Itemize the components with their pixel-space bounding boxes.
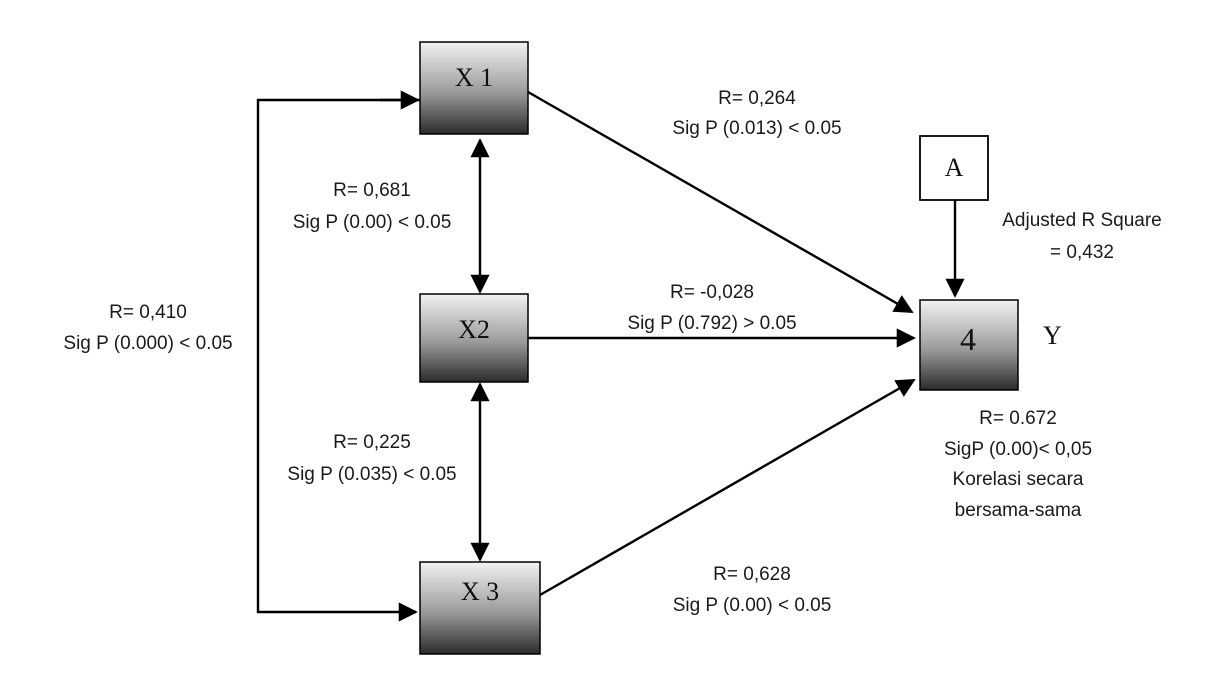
node-a-label: A	[945, 153, 964, 182]
edge-x3-y-sig: Sig P (0.00) < 0.05	[673, 595, 832, 616]
node-y-side-label: Y	[1043, 321, 1062, 350]
joint-r: R= 0.672	[979, 408, 1057, 429]
edge-x1-x3	[256, 98, 420, 622]
edge-a-y-adj-r2: Adjusted R Square	[1002, 210, 1162, 231]
node-x2-label: X2	[458, 315, 490, 344]
node-x1-label: X 1	[455, 63, 493, 92]
edge-x2-y-r: R= -0,028	[670, 282, 754, 303]
joint-sig: SigP (0.00)< 0,05	[944, 439, 1092, 460]
edge-a-y-adj-r2-value: = 0,432	[1050, 242, 1114, 263]
edge-x1-x3-sig: Sig P (0.000) < 0.05	[63, 333, 232, 354]
node-x1-box	[419, 41, 529, 135]
edge-x3-y	[539, 378, 916, 597]
edge-x1-y-r: R= 0,264	[718, 88, 796, 109]
joint-note-line2: bersama-sama	[955, 500, 1082, 521]
edge-x2-x3-sig: Sig P (0.035) < 0.05	[287, 464, 456, 485]
joint-note-line1: Korelasi secara	[953, 469, 1084, 490]
node-x3-label: X 3	[461, 577, 499, 606]
node-a-box	[919, 135, 989, 201]
edge-x1-y	[527, 90, 914, 314]
edge-x3-y-r: R= 0,628	[713, 564, 791, 585]
node-y-label: 4	[960, 321, 976, 357]
edge-x1-x2-r: R= 0,681	[333, 180, 411, 201]
node-x2-box	[419, 293, 529, 383]
edge-x1-x2-sig: Sig P (0.00) < 0.05	[293, 212, 452, 233]
edge-x1-x3-r: R= 0,410	[109, 302, 187, 323]
node-y-box	[919, 299, 1019, 391]
edge-x2-y-sig: Sig P (0.792) > 0.05	[627, 313, 796, 334]
edge-x2-x3-r: R= 0,225	[333, 432, 411, 453]
node-x3-box	[419, 561, 541, 655]
edge-x1-y-sig: Sig P (0.013) < 0.05	[672, 118, 841, 139]
